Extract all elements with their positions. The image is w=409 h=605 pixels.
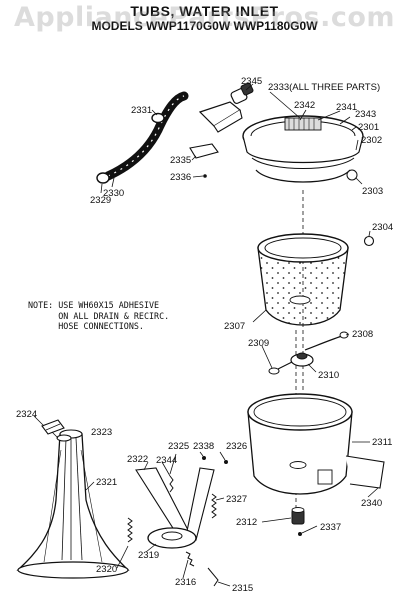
spring-2320 [127,517,133,543]
callout-2312: 2312 [236,517,257,528]
callout-2302: 2302 [361,135,382,146]
wash-basket-2307 [257,233,349,326]
tub-ring-2302 [255,169,351,183]
callout-2315: 2315 [232,583,253,594]
callout-2323: 2323 [91,427,112,438]
note-line: NOTE: USE WH60X15 ADHESIVE [28,300,160,310]
spring-2344 [169,475,174,493]
water-inlet-valve-2333 [198,82,254,133]
rod-2315 [207,567,219,587]
callout-2344: 2344 [156,455,177,466]
callout-2326: 2326 [226,441,247,452]
outer-tub-2311 [247,393,353,495]
spring-2327 [211,493,217,519]
callout-2311: 2311 [372,437,392,448]
callout-2324: 2324 [16,409,37,420]
callout-2340: 2340 [361,498,382,509]
spring-2309 [268,367,280,375]
callout-labels: 2345 2333(ALL THREE PARTS) 2331 2342 234… [16,76,393,594]
callout-2307: 2307 [224,321,245,332]
agitator-cap-2324 [41,419,65,435]
callout-2322: 2322 [127,454,148,465]
callout-2301: 2301 [358,122,379,133]
agitator-2321 [16,429,130,579]
callout-2308: 2308 [352,329,373,340]
callout-2316: 2316 [175,577,196,588]
callout-2327: 2327 [226,494,247,505]
callout-2321: 2321 [96,477,117,488]
callout-2336: 2336 [170,172,191,183]
pulley-2319 [147,527,197,549]
callout-2343: 2343 [355,109,376,120]
callout-2341: 2341 [336,102,357,113]
seal-2323 [56,434,72,442]
callout-2330: 2330 [103,188,124,199]
plug-2312 [291,507,305,525]
drain-hose-2340 [345,455,385,489]
note-line: HOSE CONNECTIONS. [28,321,144,331]
callout-2309: 2309 [248,338,269,349]
adhesive-note: NOTE: USE WH60X15 ADHESIVE ON ALL DRAIN … [28,300,170,332]
leader-lines [33,83,379,587]
screw-2326 [224,460,228,464]
callout-2329: 2329 [90,195,111,206]
callout-2337: 2337 [320,522,341,533]
callout-2331: 2331 [131,105,152,116]
callout-2342: 2342 [294,100,315,111]
callout-2345: 2345 [241,76,262,87]
screw-2304 [363,235,375,247]
clip-2303 [346,169,358,181]
pump-hose-2308 [304,331,349,351]
filter-screen-2342 [284,117,322,131]
callout-2319: 2319 [138,550,159,561]
spring-2316 [185,551,195,567]
models-subtitle: MODELS WWP1170G0W WWP1180G0W [91,19,318,33]
callout-2303: 2303 [362,186,383,197]
callout-2320: 2320 [96,564,117,575]
screw-2337 [298,532,302,536]
callout-2325: 2325 [168,441,189,452]
callout-2335: 2335 [170,155,191,166]
hose-clamp-2331 [151,112,165,124]
hose-clamp-2329 [96,172,110,184]
screw-2338 [202,456,206,460]
page-title: TUBS, WATER INLET [130,3,279,19]
note-line: ON ALL DRAIN & RECIRC. [28,310,170,321]
inlet-hose-2330 [103,91,189,181]
callout-2310: 2310 [318,370,339,381]
callout-2333: 2333(ALL THREE PARTS) [268,82,380,93]
screw-2336 [203,174,207,178]
gasket-2335 [189,143,219,159]
callout-2304: 2304 [372,222,393,233]
tub-cover-2301 [242,115,364,169]
drive-hub-2310 [277,352,314,370]
callout-2338: 2338 [193,441,214,452]
